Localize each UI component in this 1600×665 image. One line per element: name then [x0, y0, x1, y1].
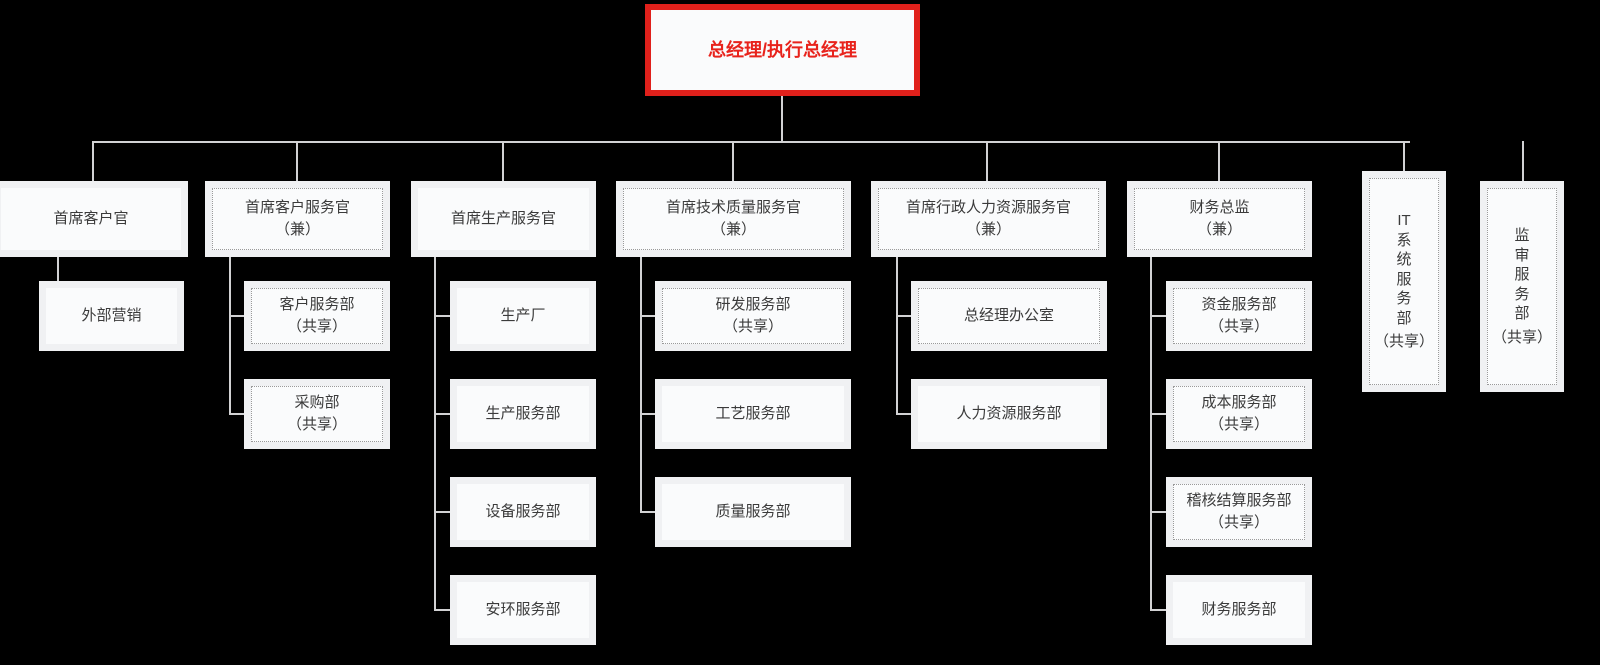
connector-stub-cfo-1: [1150, 413, 1175, 415]
connector-spine-ccso: [229, 257, 231, 415]
connector-stub-cfo-0: [1150, 315, 1175, 317]
vtail: （共享）: [1491, 328, 1552, 346]
node-ctqso-label: 首席技术质量服务官 （兼）: [623, 188, 844, 250]
connector-drop-itdep: [1403, 141, 1405, 171]
connector-stub-ctqso-1: [640, 413, 665, 415]
node-it-service-dept[interactable]: IT 系 统 服 务 部 （共享）: [1362, 171, 1446, 392]
connector-stub-ccso-0: [229, 315, 254, 317]
vchar: 服: [1514, 266, 1530, 283]
vchar: IT: [1397, 212, 1411, 230]
connector-drop-cfo: [1218, 141, 1220, 181]
vchar: 系: [1396, 231, 1412, 249]
node-ccso-label: 首席客户服务官 （兼）: [212, 188, 383, 250]
node-quality-service-dept-label: 质量服务部: [662, 484, 844, 540]
node-it-service-dept-label: IT 系 统 服 务 部 （共享）: [1369, 178, 1439, 385]
vchar: 部: [1514, 305, 1530, 322]
connector-spine-ctqso: [640, 257, 642, 513]
node-ccso[interactable]: 首席客户服务官 （兼）: [205, 181, 390, 257]
node-process-service-dept-label: 工艺服务部: [662, 386, 844, 442]
node-fund-service-dept[interactable]: 资金服务部 （共享）: [1166, 281, 1312, 351]
node-external-marketing-label: 外部营销: [46, 288, 177, 344]
node-root-label: 总经理/执行总经理: [651, 10, 914, 90]
connector-stub-chrso-1: [896, 413, 921, 415]
node-gm-office-label: 总经理办公室: [918, 288, 1100, 344]
node-ctqso[interactable]: 首席技术质量服务官 （兼）: [616, 181, 851, 257]
vchar: 审: [1514, 246, 1530, 264]
node-cfo-label: 财务总监 （兼）: [1134, 188, 1305, 250]
connector-stub-cfo-3: [1150, 609, 1175, 611]
vtail: （共享）: [1373, 333, 1434, 351]
connector-spine-cfo: [1150, 257, 1152, 611]
node-gm-office[interactable]: 总经理办公室: [911, 281, 1107, 351]
node-chrso[interactable]: 首席行政人力资源服务官 （兼）: [871, 181, 1106, 257]
node-chrso-label: 首席行政人力资源服务官 （兼）: [878, 188, 1099, 250]
node-audit-settlement-service-dept[interactable]: 稽核结算服务部 （共享）: [1166, 477, 1312, 547]
connector-stub-ccso-1: [229, 413, 254, 415]
node-customer-service-dept[interactable]: 客户服务部 （共享）: [244, 281, 390, 351]
connector-stub-ctqso-0: [640, 315, 665, 317]
connector-stub-cpso-1: [434, 413, 459, 415]
connector-spine-chrso: [896, 257, 898, 415]
node-process-service-dept[interactable]: 工艺服务部: [655, 379, 851, 449]
node-production-service-dept[interactable]: 生产服务部: [450, 379, 596, 449]
node-cco[interactable]: 首席客户官: [0, 181, 188, 257]
node-finance-service-dept-label: 财务服务部: [1173, 582, 1305, 638]
vchar: 务: [1396, 290, 1412, 308]
node-safety-env-service-dept[interactable]: 安环服务部: [450, 575, 596, 645]
node-cost-service-dept-label: 成本服务部 （共享）: [1173, 386, 1305, 442]
connector-drop-cpso: [502, 141, 504, 181]
connector-stub-cpso-0: [434, 315, 459, 317]
node-equipment-service-dept-label: 设备服务部: [457, 484, 589, 540]
node-cfo[interactable]: 财务总监 （兼）: [1127, 181, 1312, 257]
connector-root-stem: [781, 96, 783, 142]
vchar: 务: [1514, 285, 1530, 303]
node-cpso-label: 首席生产服务官: [418, 188, 589, 250]
node-safety-env-service-dept-label: 安环服务部: [457, 582, 589, 638]
node-production-plant[interactable]: 生产厂: [450, 281, 596, 351]
node-production-plant-label: 生产厂: [457, 288, 589, 344]
node-cost-service-dept[interactable]: 成本服务部 （共享）: [1166, 379, 1312, 449]
node-production-service-dept-label: 生产服务部: [457, 386, 589, 442]
node-customer-service-dept-label: 客户服务部 （共享）: [251, 288, 383, 344]
connector-stub-cpso-2: [434, 511, 459, 513]
node-rnd-service-dept[interactable]: 研发服务部 （共享）: [655, 281, 851, 351]
node-procurement-dept-label: 采购部 （共享）: [251, 386, 383, 442]
node-audit-settlement-service-dept-label: 稽核结算服务部 （共享）: [1173, 484, 1305, 540]
vchar: 部: [1396, 309, 1412, 327]
node-hr-service-dept-label: 人力资源服务部: [918, 386, 1100, 442]
connector-drop-ccso: [296, 141, 298, 181]
node-external-marketing[interactable]: 外部营销: [39, 281, 184, 351]
node-procurement-dept[interactable]: 采购部 （共享）: [244, 379, 390, 449]
node-rnd-service-dept-label: 研发服务部 （共享）: [662, 288, 844, 344]
node-hr-service-dept[interactable]: 人力资源服务部: [911, 379, 1107, 449]
node-equipment-service-dept[interactable]: 设备服务部: [450, 477, 596, 547]
vchar: 监: [1514, 227, 1530, 244]
connector-drop-ctqso: [732, 141, 734, 181]
node-quality-service-dept[interactable]: 质量服务部: [655, 477, 851, 547]
vchar: 服: [1396, 270, 1412, 288]
node-root[interactable]: 总经理/执行总经理: [645, 4, 920, 96]
node-fund-service-dept-label: 资金服务部 （共享）: [1173, 288, 1305, 344]
node-cco-label: 首席客户官: [1, 188, 181, 250]
connector-stub-ctqso-2: [640, 511, 665, 513]
connector-stub-cfo-2: [1150, 511, 1175, 513]
connector-drop-cco: [92, 141, 94, 181]
connector-spine-cpso: [434, 257, 436, 611]
connector-stub-cpso-3: [434, 609, 459, 611]
connector-stub-chrso-0: [896, 315, 921, 317]
connector-root-bus: [93, 141, 1410, 143]
node-cpso[interactable]: 首席生产服务官: [411, 181, 596, 257]
node-audit-service-dept-label: 监 审 服 务 部 （共享）: [1487, 188, 1557, 385]
node-audit-service-dept[interactable]: 监 审 服 务 部 （共享）: [1480, 181, 1564, 392]
connector-drop-audit: [1522, 141, 1524, 181]
vchar: 统: [1396, 251, 1412, 269]
connector-drop-chrso: [986, 141, 988, 181]
node-finance-service-dept[interactable]: 财务服务部: [1166, 575, 1312, 645]
